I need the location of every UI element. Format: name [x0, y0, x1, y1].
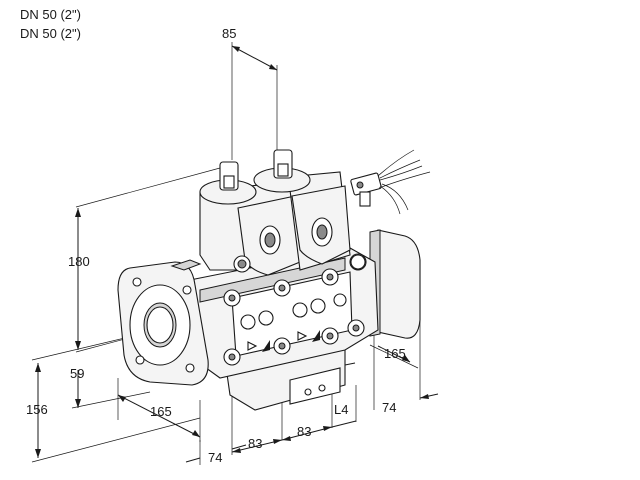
dim-l4: L4 [334, 402, 348, 417]
dim-180: 180 [68, 254, 90, 269]
dim-165-right: 165 [384, 346, 406, 361]
left-flange [117, 259, 209, 386]
gas-valve-assembly [117, 149, 431, 411]
dim-85: 85 [222, 26, 236, 41]
header-line-2: DN 50 (2") [20, 26, 81, 41]
header-line-1: DN 50 (2") [20, 7, 81, 22]
dim-83-second: 83 [297, 424, 311, 439]
dim-165-left: 165 [150, 404, 172, 419]
dim-83-first: 83 [248, 436, 262, 451]
dim-74-left: 74 [208, 450, 222, 465]
dim-59: 59 [70, 366, 84, 381]
solenoid-actuators [199, 149, 366, 276]
dimension-lines [31, 42, 439, 465]
dim-156: 156 [26, 402, 48, 417]
dim-74-right: 74 [382, 400, 396, 415]
cable-connector [350, 149, 431, 215]
